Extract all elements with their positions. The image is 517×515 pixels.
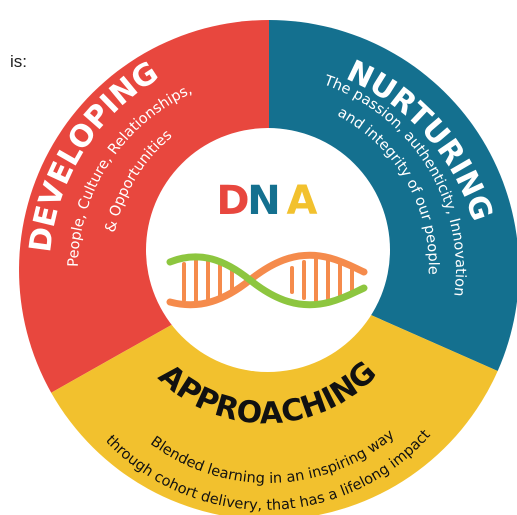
dna-title: D N A <box>216 178 317 224</box>
clipped-text-fragment: is: <box>10 52 27 71</box>
dna-letter-a: A <box>287 178 318 224</box>
dna-letter-n: N <box>247 178 280 224</box>
dna-helix-icon <box>166 251 368 309</box>
dna-letter-d: D <box>216 178 249 224</box>
approaching-sector <box>51 270 498 515</box>
center-disc <box>146 128 390 372</box>
